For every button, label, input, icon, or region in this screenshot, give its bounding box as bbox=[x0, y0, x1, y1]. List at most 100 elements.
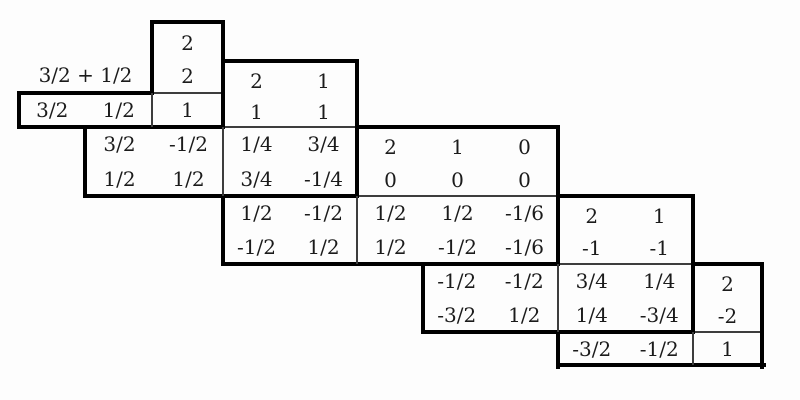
grid-line bbox=[556, 194, 695, 198]
coef-row: 1/4 3/4 bbox=[223, 127, 357, 162]
coefficient-value: 1/4 bbox=[643, 269, 676, 293]
grid-line-thin bbox=[356, 196, 358, 264]
m2-value: 1/2 bbox=[172, 166, 205, 191]
m2-value: -1/2 bbox=[169, 132, 208, 157]
coefficient-value: 1/4 bbox=[240, 132, 273, 157]
coef-row: 1/2 1/2 -1/6 bbox=[357, 196, 558, 230]
m-value: 0 bbox=[384, 167, 397, 192]
grid-line bbox=[221, 59, 359, 63]
coefficient-value: 3/4 bbox=[575, 269, 608, 293]
j-value: 2 bbox=[384, 135, 397, 160]
block2-coefficients: 1/4 3/4 3/4 -1/4 bbox=[223, 127, 357, 196]
coef-row: 3/4 -1/4 bbox=[223, 162, 357, 197]
grid-line-thin bbox=[222, 126, 358, 128]
block4-m1m2-box: -1/2 -1/2 -3/2 1/2 bbox=[423, 264, 558, 332]
j-value: 2 bbox=[721, 272, 734, 296]
m-row: 2 bbox=[152, 60, 223, 94]
j-value: 1 bbox=[317, 68, 330, 93]
grid-line bbox=[355, 59, 359, 198]
grid-line-thin bbox=[557, 263, 694, 265]
sum-label: 3/2 + 1/2 bbox=[19, 57, 152, 93]
m1m2-row: -1/2 1/2 bbox=[223, 230, 357, 264]
m1-value: 1/2 bbox=[240, 201, 273, 225]
m-value: -2 bbox=[717, 304, 738, 328]
coefficient-value: 1 bbox=[721, 336, 734, 361]
j-value: 2 bbox=[250, 68, 263, 93]
coef-row: 1 bbox=[152, 93, 223, 127]
m2-value: -1/2 bbox=[504, 269, 544, 293]
m-value: 1 bbox=[250, 99, 263, 124]
block3-coefficients: 1/2 1/2 -1/6 1/2 -1/2 -1/6 bbox=[357, 196, 558, 264]
grid-line bbox=[421, 262, 425, 334]
block1-coefficients: 1 bbox=[152, 93, 223, 127]
m-row: -1 -1 bbox=[558, 232, 693, 264]
m1m2-row: 1/2 1/2 bbox=[85, 162, 223, 197]
m-row: -2 bbox=[693, 300, 762, 332]
grid-line bbox=[17, 91, 21, 129]
coef-row: 1 bbox=[693, 332, 762, 365]
grid-line bbox=[17, 125, 225, 129]
m1m2-row: -1/2 -1/2 bbox=[423, 264, 558, 298]
m2-value: -1/2 bbox=[304, 201, 343, 225]
grid-line bbox=[221, 20, 225, 129]
j-row: 2 bbox=[152, 26, 223, 60]
grid-line-thin bbox=[692, 332, 694, 365]
block3-jm-header-box: 2 1 0 0 0 0 bbox=[357, 131, 558, 196]
coefficient-value: -1/4 bbox=[304, 166, 343, 191]
grid-line bbox=[221, 262, 560, 266]
grid-line-thin bbox=[222, 127, 224, 196]
grid-line-thin bbox=[151, 92, 224, 94]
m-value: -1 bbox=[649, 236, 669, 260]
grid-line bbox=[556, 125, 560, 266]
m1-value: -3/2 bbox=[437, 303, 477, 327]
grid-line bbox=[83, 125, 87, 198]
j-row: 2 bbox=[693, 268, 762, 300]
block5-jm-header-box: 2 -2 bbox=[693, 268, 762, 332]
block4-jm-header-box: 2 1 -1 -1 bbox=[558, 200, 693, 264]
m1-value: 3/2 bbox=[36, 98, 69, 122]
block5-coefficients: 1 bbox=[693, 332, 762, 365]
grid-line bbox=[150, 20, 225, 24]
block1-m1m2-box: 3/2 1/2 bbox=[19, 93, 152, 127]
grid-line bbox=[691, 262, 764, 266]
coefficient-value: -1/6 bbox=[505, 201, 544, 225]
m1m2-row: -3/2 -1/2 bbox=[558, 332, 693, 365]
j-row: 2 1 bbox=[558, 200, 693, 232]
coefficient-value: 1/4 bbox=[575, 303, 608, 327]
j-value: 2 bbox=[585, 204, 599, 228]
grid-line bbox=[221, 194, 225, 266]
grid-line-thin bbox=[151, 93, 153, 127]
m1-value: 1/2 bbox=[103, 166, 136, 191]
m1m2-row: 3/2 1/2 bbox=[19, 93, 152, 127]
grid-line bbox=[691, 194, 695, 334]
m1-value: -1/2 bbox=[437, 269, 477, 293]
coef-row: 1/2 -1/2 -1/6 bbox=[357, 230, 558, 264]
j-value: 2 bbox=[181, 30, 194, 55]
m1-value: -1/2 bbox=[237, 235, 276, 259]
m-value: 0 bbox=[518, 167, 531, 192]
m2-value: 1/2 bbox=[307, 235, 340, 259]
j-value: 1 bbox=[451, 135, 464, 160]
m1m2-row: -3/2 1/2 bbox=[423, 298, 558, 332]
m-value: 2 bbox=[181, 64, 194, 89]
block2-jm-header-box: 2 1 1 1 bbox=[223, 65, 357, 127]
grid-line bbox=[760, 262, 764, 369]
block5-m1m2-box: -3/2 -1/2 bbox=[558, 332, 693, 365]
coefficient-value: -1/6 bbox=[505, 235, 544, 259]
m-row: 0 0 0 bbox=[357, 164, 558, 197]
m-value: 0 bbox=[451, 167, 464, 192]
coefficient-value: -1/2 bbox=[438, 235, 477, 259]
m-value: -1 bbox=[582, 236, 602, 260]
block1-jm-header-box: 2 2 bbox=[152, 26, 223, 93]
m2-value: 1/2 bbox=[102, 98, 135, 122]
j-value: 0 bbox=[518, 135, 531, 160]
m1m2-row: 1/2 -1/2 bbox=[223, 196, 357, 230]
coefficient-value: 1/2 bbox=[374, 235, 407, 259]
grid-line-thin bbox=[692, 331, 763, 333]
coef-row: 1/4 -3/4 bbox=[558, 298, 693, 332]
m2-value: -1/2 bbox=[639, 336, 679, 361]
m-value: 1 bbox=[317, 99, 330, 124]
block2-m1m2-box: 3/2 -1/2 1/2 1/2 bbox=[85, 127, 223, 196]
grid-line bbox=[17, 91, 154, 95]
